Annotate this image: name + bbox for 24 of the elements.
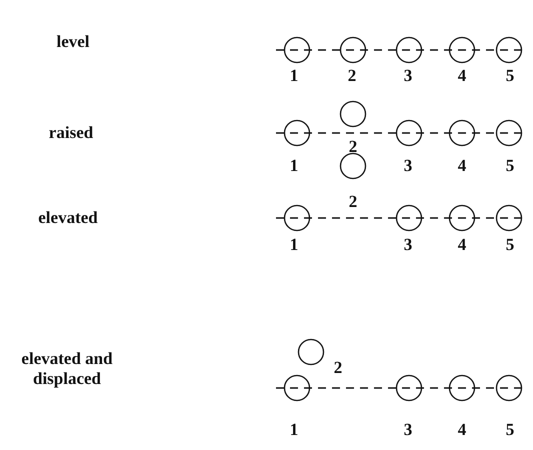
position-number: 5 [506, 420, 514, 440]
position-number: 1 [290, 420, 298, 440]
position-number: 3 [404, 156, 412, 176]
position-number: 2 [334, 358, 342, 378]
position-number: 5 [506, 156, 514, 176]
position-number: 3 [404, 66, 412, 86]
row-label: level [56, 32, 90, 52]
position-number: 2 [348, 66, 356, 86]
position-number: 5 [506, 235, 514, 255]
position-number: 1 [290, 235, 298, 255]
position-number: 4 [458, 420, 466, 440]
row-label: raised [48, 123, 94, 143]
position-number: 2 [348, 192, 358, 212]
position-number: 3 [404, 420, 412, 440]
position-number: 5 [506, 66, 514, 86]
position-number: 1 [290, 66, 298, 86]
row-label: elevated [38, 208, 98, 228]
position-number: 4 [458, 156, 466, 176]
position-number: 2 [348, 137, 358, 157]
position-number: 1 [290, 156, 298, 176]
position-number: 3 [404, 235, 412, 255]
position-number: 4 [458, 66, 466, 86]
position-number: 4 [458, 235, 466, 255]
row-label: elevated and displaced [20, 349, 114, 389]
